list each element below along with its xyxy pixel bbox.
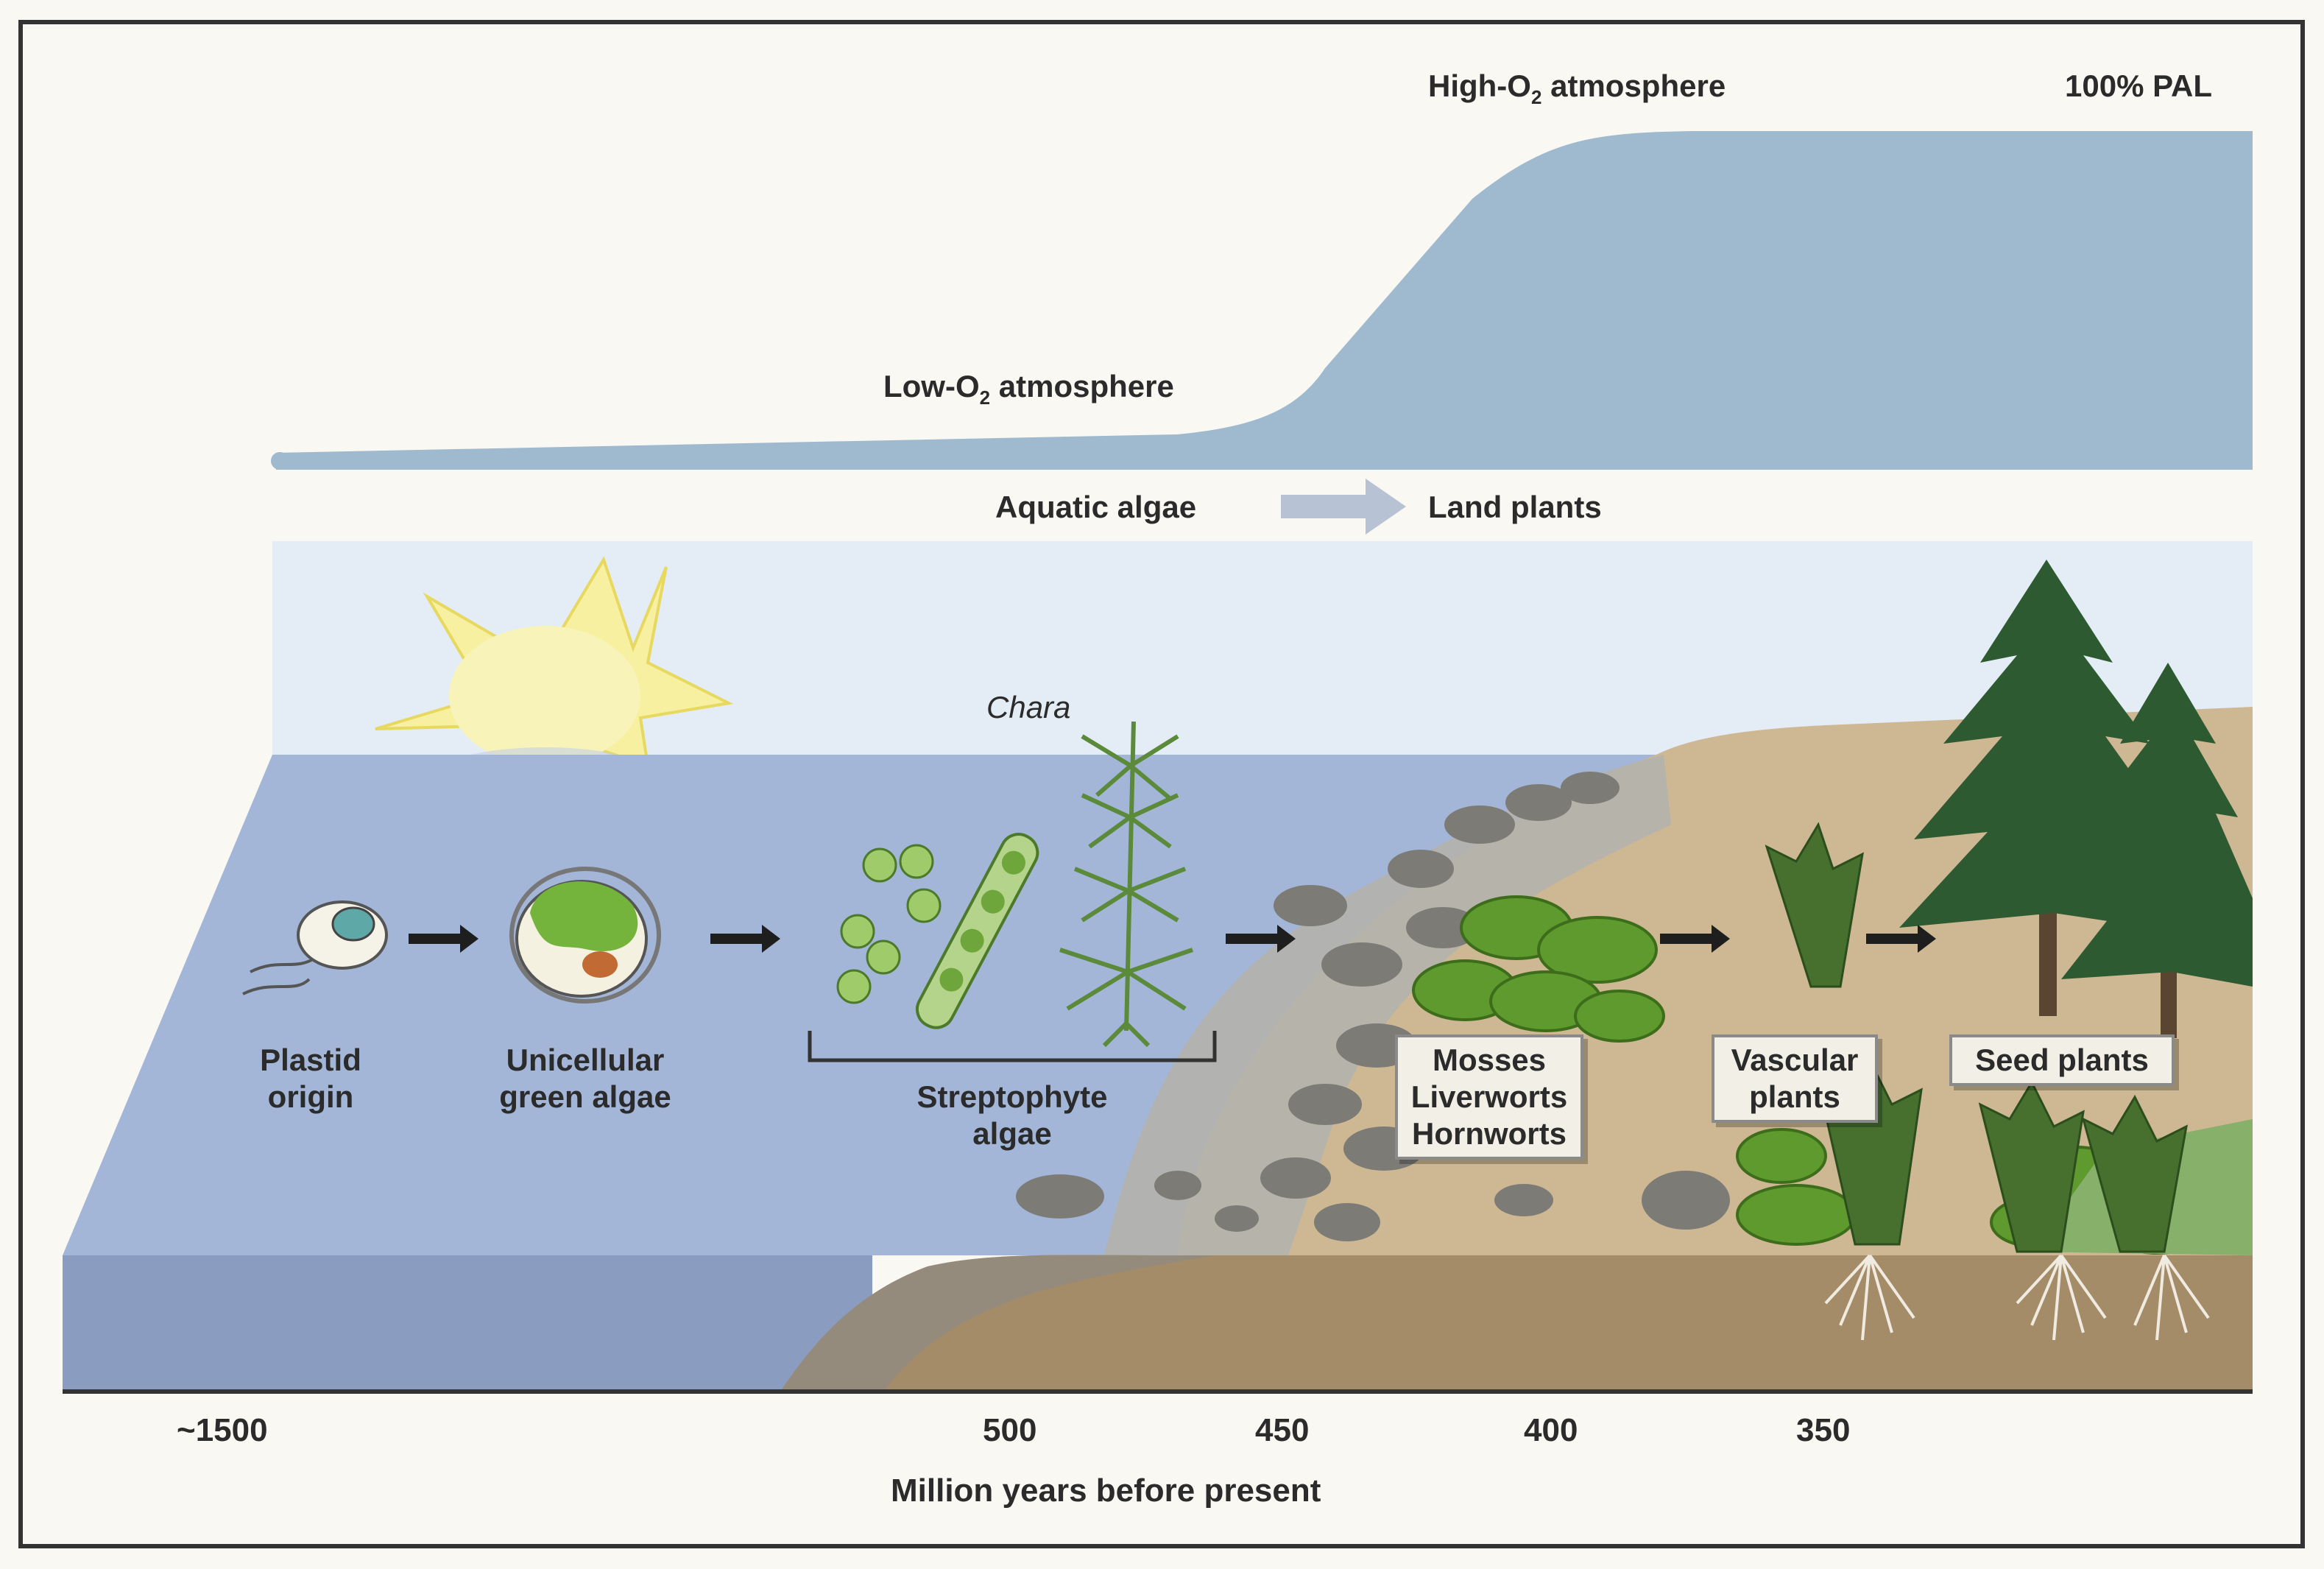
root-icons bbox=[1824, 1254, 2210, 1341]
bryophytes-label-box: Mosses Liverworts Hornworts bbox=[1395, 1034, 1583, 1160]
rock bbox=[1016, 1174, 1104, 1219]
rock bbox=[1505, 784, 1572, 821]
rock bbox=[1406, 907, 1480, 948]
rock bbox=[1642, 1171, 1730, 1230]
moss-clump bbox=[1736, 1184, 1857, 1246]
moss-clump bbox=[1537, 916, 1658, 984]
process-arrow-icon bbox=[710, 925, 780, 953]
streptophyte-bracket bbox=[808, 1031, 1217, 1062]
tick-label-350: 350 bbox=[1796, 1412, 1851, 1448]
rock bbox=[1321, 942, 1402, 987]
shallow-shore bbox=[1104, 755, 1671, 1255]
shore-front-shadow bbox=[780, 1255, 1215, 1392]
pal-label: 100% PAL bbox=[2065, 68, 2212, 103]
process-arrow-icon bbox=[1866, 925, 1936, 953]
root-icon bbox=[2133, 1254, 2210, 1341]
process-arrow-icon bbox=[1660, 925, 1730, 953]
conifer-tree-icon bbox=[2061, 663, 2253, 1038]
rock bbox=[1444, 805, 1515, 844]
soil-front-face bbox=[780, 1255, 2253, 1392]
tick-label-400: 400 bbox=[1524, 1412, 1578, 1448]
seed-plants-label-box: Seed plants bbox=[1949, 1034, 2175, 1086]
fern-icon bbox=[1765, 822, 1864, 988]
rock bbox=[1154, 1171, 1201, 1200]
tick-label-500: 500 bbox=[983, 1412, 1037, 1448]
moss-clump bbox=[1574, 990, 1665, 1043]
tick-label-450: 450 bbox=[1255, 1412, 1310, 1448]
high-oxygen-label: High-O2 atmosphere bbox=[1428, 68, 1726, 108]
rock bbox=[1260, 1157, 1331, 1199]
process-arrow-icon bbox=[1226, 925, 1296, 953]
plastid-cell-icon bbox=[242, 900, 388, 995]
rock bbox=[1215, 1205, 1259, 1232]
figure-frame bbox=[18, 20, 2305, 1548]
oxygen-curve-area bbox=[276, 131, 2253, 470]
vascular-plants-label-box: Vascular plants bbox=[1712, 1034, 1878, 1123]
moss-clump bbox=[1736, 1128, 1827, 1184]
fern-icon bbox=[2081, 1094, 2188, 1253]
root-icon bbox=[2016, 1254, 2107, 1341]
root-icon bbox=[1824, 1254, 1915, 1341]
land-plants-label: Land plants bbox=[1428, 490, 1602, 524]
axis-title: Million years before present bbox=[891, 1473, 1321, 1509]
chara-icon bbox=[1059, 721, 1193, 1048]
tick-label-1500: ~1500 bbox=[177, 1412, 268, 1448]
green-alga-cell-icon bbox=[509, 867, 661, 1004]
rock bbox=[1494, 1184, 1553, 1216]
transition-arrow-icon bbox=[1281, 479, 1406, 535]
rock bbox=[1561, 772, 1620, 804]
aquatic-algae-label: Aquatic algae bbox=[995, 490, 1197, 524]
streptophyte-algae-icons bbox=[836, 721, 1193, 1048]
rock bbox=[1288, 1084, 1362, 1125]
chara-label: Chara bbox=[986, 690, 1071, 724]
fern-icon bbox=[1978, 1079, 2085, 1253]
conifer-tree-icons bbox=[1899, 560, 2253, 1038]
oxygen-curve-tip bbox=[271, 452, 289, 470]
rock bbox=[1274, 885, 1347, 926]
rocks bbox=[1016, 772, 1730, 1241]
water-front-face bbox=[63, 1255, 872, 1392]
rock bbox=[1388, 850, 1454, 888]
process-arrow-icon bbox=[409, 925, 478, 953]
process-arrow-icons bbox=[409, 925, 1936, 953]
rock bbox=[1314, 1203, 1380, 1241]
low-oxygen-label: Low-O2 atmosphere bbox=[883, 369, 1174, 409]
